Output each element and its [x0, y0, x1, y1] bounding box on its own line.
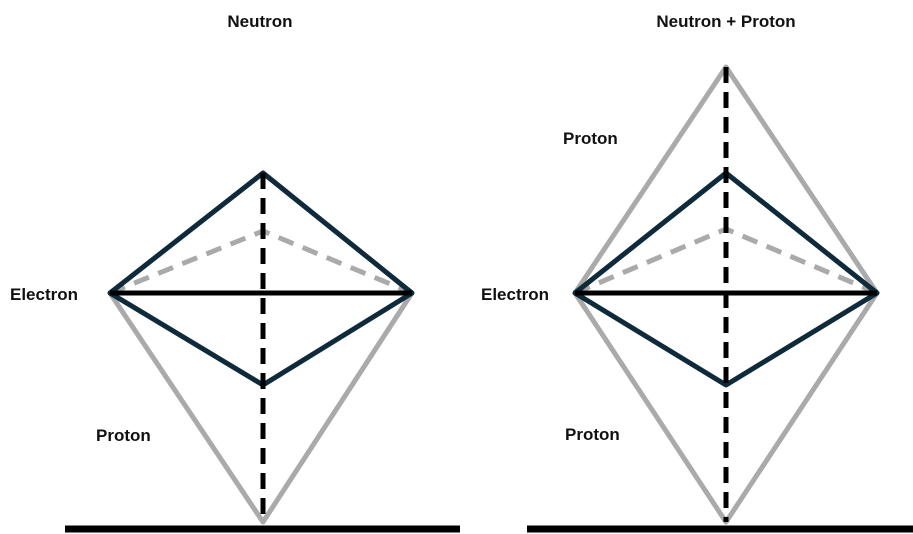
proton-label-upper: Proton: [563, 129, 618, 148]
proton-label-lower: Proton: [96, 426, 151, 445]
dashed-back-edge: [574, 226, 878, 296]
panel-title: Neutron + Proton: [656, 12, 795, 31]
electron-label: Electron: [10, 285, 78, 304]
panel-neutron-proton: Neutron + Proton Electron Proton Proton: [481, 12, 913, 533]
electron-label: Electron: [481, 285, 549, 304]
panel-title: Neutron: [227, 12, 292, 31]
proton-edge-lower: [107, 291, 415, 525]
proton-label-lower: Proton: [565, 425, 620, 444]
panel-neutron: Neutron Electron Proton: [10, 12, 460, 533]
